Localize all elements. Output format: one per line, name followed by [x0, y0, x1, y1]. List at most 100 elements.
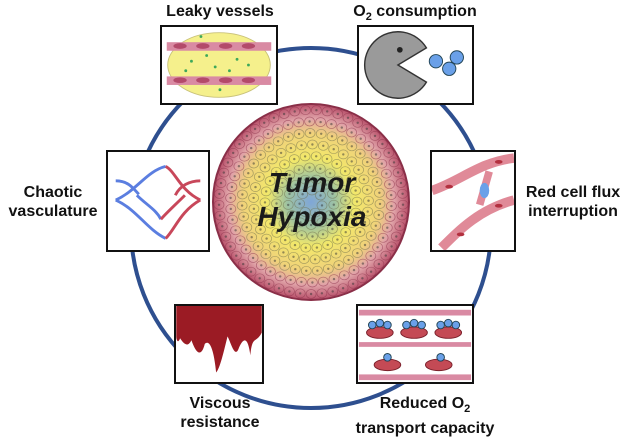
tumor-cell — [236, 200, 248, 211]
tumor-cell-nucleus — [288, 192, 291, 196]
tumor-cell — [316, 217, 328, 228]
tumor-cell — [241, 222, 253, 233]
tumor-cell-nucleus — [249, 270, 253, 273]
tumor-cell — [383, 147, 395, 158]
tumor-cell — [226, 182, 238, 192]
tumor-cell — [337, 283, 349, 294]
tumor-cell-nucleus — [303, 155, 307, 158]
tumor-cell-nucleus — [365, 127, 368, 130]
tumor-cell-nucleus — [310, 189, 314, 192]
tumor-cell — [317, 140, 329, 151]
tumor-cell — [253, 135, 265, 146]
tumor-cell-nucleus — [386, 226, 389, 229]
tumor-cell — [261, 233, 272, 244]
tumor-cell — [214, 189, 225, 199]
tumor-cell — [255, 224, 266, 235]
tumor-cell — [336, 135, 348, 146]
reduced-o2-line1: Reduced O2 — [340, 394, 510, 419]
tumor-cell-nucleus — [282, 251, 285, 254]
tumor-cell-nucleus — [358, 230, 362, 234]
tumor-cell-nucleus — [384, 254, 387, 257]
tumor-cell-nucleus — [377, 262, 381, 266]
tumor-cell-nucleus — [375, 180, 379, 184]
tumor-cell — [300, 265, 312, 276]
tumor-cell-nucleus — [388, 183, 391, 186]
tumor-cell-nucleus — [297, 168, 301, 171]
tumor-cell-nucleus — [320, 132, 323, 135]
tumor-cell — [326, 131, 338, 142]
tumor-cell — [273, 209, 285, 219]
tumor-cell — [361, 157, 373, 167]
tumor-cell-nucleus — [366, 160, 369, 164]
tumor-cell-nucleus — [381, 236, 385, 239]
tumor-cell — [240, 244, 252, 255]
tumor-cell — [214, 210, 226, 221]
tumor-cell-nucleus — [398, 225, 401, 228]
tumor-cell-nucleus — [304, 178, 307, 181]
tumor-cell-nucleus — [319, 120, 322, 124]
tumor-cell-nucleus — [283, 264, 286, 267]
tumor-cell-nucleus — [376, 246, 379, 249]
tumor-cell — [220, 231, 232, 242]
tumor-cell — [352, 117, 364, 128]
tumor-cell — [249, 124, 261, 134]
tumor-cell-nucleus — [250, 236, 253, 239]
tumor-cell-nucleus — [308, 166, 311, 169]
tumor-cell — [363, 141, 375, 151]
tumor-cell — [289, 106, 301, 117]
tumor-cell-nucleus — [288, 173, 291, 177]
tumor-cell — [322, 240, 334, 250]
tumor-cell — [279, 260, 291, 271]
tumor-cell-nucleus — [300, 144, 303, 147]
tumor-cell — [316, 288, 328, 299]
tumor-cell — [216, 221, 228, 232]
tumor-cell — [320, 179, 332, 190]
tumor-cell — [293, 129, 305, 139]
tumor-cell — [307, 277, 318, 288]
tumor-cell — [307, 231, 318, 242]
tumor-cell — [350, 185, 361, 196]
tumor-cell-nucleus — [350, 131, 353, 134]
tumor-cell-nucleus — [252, 196, 255, 200]
tumor-cell-nucleus — [263, 166, 267, 169]
tumor-cell-nucleus — [226, 161, 230, 164]
tumor-cell-nucleus — [311, 281, 314, 284]
tumor-cell — [234, 139, 245, 149]
tumor-cell — [354, 148, 366, 159]
tumor-cell — [353, 164, 364, 175]
tumor-cell — [279, 235, 291, 245]
tumor-cell — [272, 123, 284, 134]
tumor-cell-nucleus — [399, 181, 403, 185]
tumor-cell-nucleus — [315, 178, 318, 181]
tumor-cell — [239, 151, 250, 162]
tumor-cell-nucleus — [311, 235, 314, 238]
tumor-cell — [338, 270, 350, 281]
tumor-cell-nucleus — [269, 270, 272, 273]
panel-red-cell-flux — [430, 150, 516, 252]
tumor-cell — [215, 178, 227, 188]
tumor-cell — [377, 139, 388, 149]
viscous-line2: resistance — [180, 414, 260, 431]
panel-o2-consumption — [357, 25, 474, 105]
tumor-cell — [299, 207, 311, 217]
tumor-cell-nucleus — [289, 278, 292, 282]
tumor-cell — [259, 162, 271, 173]
tumor-cell-nucleus — [362, 178, 366, 181]
tumor-cell — [370, 149, 382, 160]
tumor-cell-nucleus — [256, 245, 260, 248]
tumor-cell — [324, 168, 336, 179]
tumor-cell-nucleus — [260, 264, 263, 267]
tumor-cell — [250, 182, 261, 192]
tumor-cell-nucleus — [268, 179, 272, 183]
tumor-cell-nucleus — [272, 116, 276, 120]
tumor-cell — [374, 187, 385, 198]
tumor-cell — [324, 210, 336, 220]
tumor-cell — [316, 200, 328, 211]
tumor-cell — [370, 220, 382, 231]
tumor-cell — [300, 174, 311, 185]
tumor-cell — [286, 210, 298, 220]
tumor-cell-nucleus — [354, 189, 357, 192]
tumor-cell — [369, 131, 381, 141]
label-leaky-vessels: Leaky vessels — [166, 3, 274, 20]
tumor-cell — [343, 255, 354, 265]
